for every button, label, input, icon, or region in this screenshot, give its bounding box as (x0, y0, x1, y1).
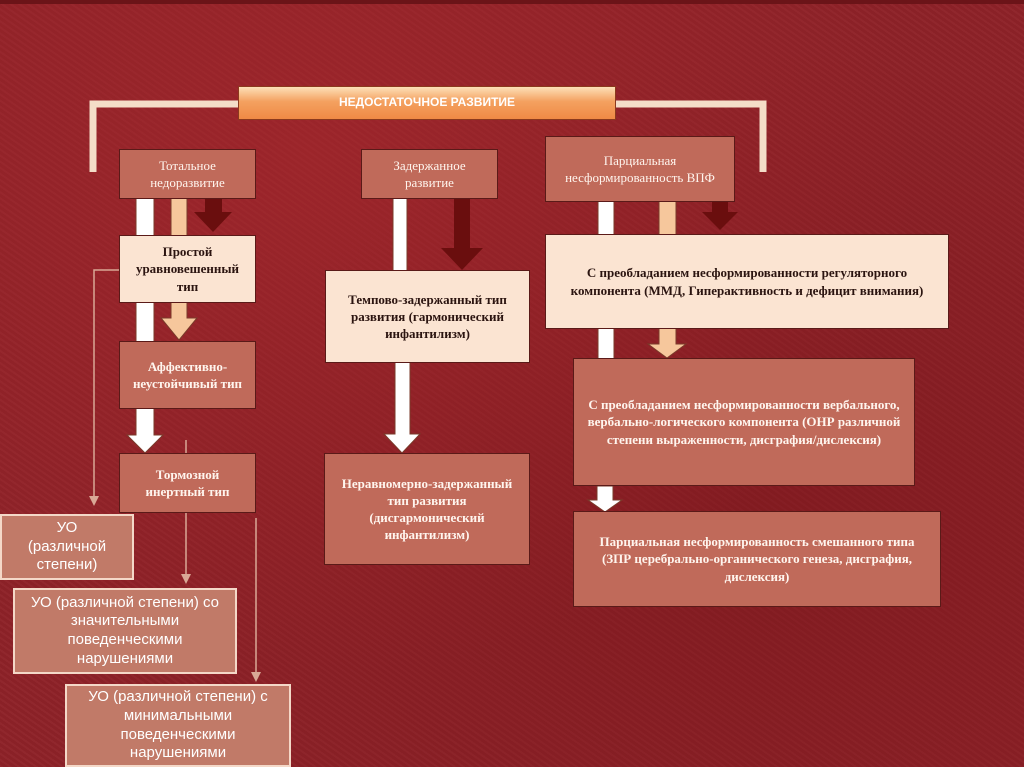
arrow-partial-white-2 (597, 327, 615, 361)
outcome-uo-minimal: УО (различной степени) с минимальными по… (65, 684, 291, 767)
node-inhibited-type: Тормозной инертный тип (119, 453, 256, 513)
arrow-partial-white (597, 197, 615, 237)
arrowhead-uo-various (89, 496, 99, 506)
node-verbal: С преобладанием несформированности верба… (573, 358, 915, 486)
outcome-uo-various: УО (различной степени) (0, 514, 134, 580)
arrowhead-uo-minimal (251, 672, 261, 682)
node-tempo-delayed: Темпово-задержанный тип развития (гармон… (325, 270, 530, 363)
category-partial: Парциальная несформированность ВПФ (545, 136, 735, 202)
node-regulatory: С преобладанием несформированности регул… (545, 234, 949, 329)
header-title: НЕДОСТАТОЧНОЕ РАЗВИТИЕ (238, 86, 616, 120)
arrow-partial-peach-2 (646, 327, 688, 359)
arrow-total-dark (194, 198, 232, 232)
arrow-delayed-dark (441, 198, 483, 270)
arrowhead-uo-significant (181, 574, 191, 584)
top-border (0, 0, 1024, 4)
node-uneven-delayed: Неравномерно-задержанный тип развития (д… (324, 453, 530, 565)
node-affective-type: Аффективно-неустойчивый тип (119, 341, 256, 409)
arrow-partial-dark (702, 198, 738, 230)
arrow-partial-peach (658, 197, 677, 237)
category-delayed: Задержанное развитие (361, 149, 498, 199)
category-total: Тотальное недоразвитие (119, 149, 256, 199)
arrow-delayed-white-2 (382, 361, 422, 454)
arrow-delayed-white (392, 197, 408, 273)
line-to-uo-various (93, 269, 119, 502)
node-mixed: Парциальная несформированность смешанног… (573, 511, 941, 607)
arrow-partial-white-3 (586, 485, 624, 513)
outcome-uo-significant: УО (различной степени) со значительными … (13, 588, 237, 674)
node-simple-type: Простой уравновешенный тип (119, 235, 256, 303)
